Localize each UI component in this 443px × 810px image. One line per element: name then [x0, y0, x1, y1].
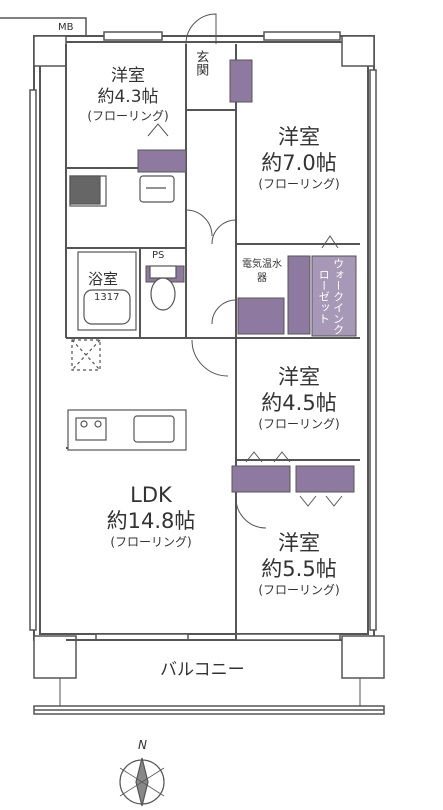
room-nw-text: 洋室 約4.3帖 (フローリング) [70, 66, 186, 124]
room-e-size: 約4.5帖 [261, 391, 337, 416]
ldk-floor: (フローリング) [110, 534, 192, 549]
room-se-name: 洋室 [278, 531, 320, 555]
room-nw-floor: (フローリング) [87, 108, 169, 123]
washroom-fixtures [69, 175, 175, 207]
balcony-label: バルコニー [160, 660, 245, 680]
room-e-name: 洋室 [278, 365, 320, 389]
ldk-size: 約14.8帖 [106, 509, 196, 534]
ps-label: PS [152, 250, 165, 261]
water-heater-label: 電気温水器 [242, 259, 282, 284]
kitchen-counter [67, 339, 187, 451]
room-nw-size: 約4.3帖 [97, 87, 159, 108]
bath-size-label: 1317 [94, 292, 120, 303]
room-e-text: 洋室 約4.5帖 (フローリング) [238, 364, 360, 432]
sink-icon [133, 415, 175, 443]
mb-label: MB [58, 22, 74, 33]
room-se-floor: (フローリング) [258, 582, 340, 597]
toilet-icon [149, 265, 177, 311]
columns [33, 35, 385, 679]
stove-icon [75, 417, 107, 441]
room-se-size: 約5.5帖 [261, 557, 337, 582]
doors [147, 13, 343, 529]
windows [29, 31, 377, 641]
compass-icon [119, 757, 165, 807]
bathtub-icon [77, 251, 137, 331]
room-e-floor: (フローリング) [258, 416, 340, 431]
room-ne-name: 洋室 [278, 125, 320, 149]
balcony-railing [33, 678, 385, 715]
interior-walls [65, 44, 360, 641]
walk-in-closet-label: ウォークインクローゼット [317, 257, 345, 335]
room-se-text: 洋室 約5.5帖 (フローリング) [238, 530, 360, 598]
room-ne-text: 洋室 約7.0帖 (フローリング) [238, 124, 360, 192]
room-ne-floor: (フローリング) [258, 176, 340, 191]
washbasin-icon [139, 175, 175, 203]
room-ne-size: 約7.0帖 [261, 151, 337, 176]
bath-name-label: 浴室 [88, 270, 119, 288]
entrance-label: 玄関 [193, 50, 209, 76]
room-nw-name: 洋室 [111, 66, 145, 86]
mb-box [0, 17, 87, 36]
ldk-name: LDK [130, 483, 172, 507]
north-label: N [138, 738, 147, 752]
ldk-text: LDK 約14.8帖 (フローリング) [70, 482, 232, 550]
